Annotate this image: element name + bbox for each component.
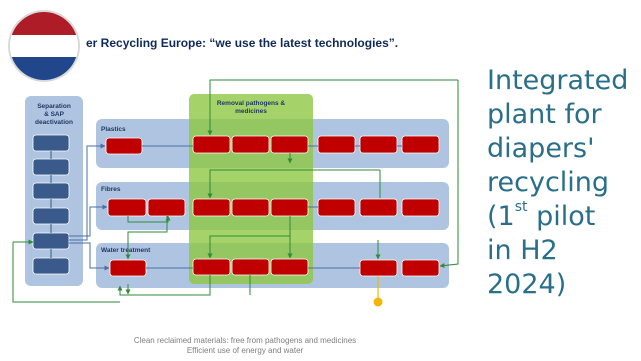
process-block	[401, 135, 440, 154]
side-caption-line: Integrated	[487, 65, 629, 96]
process-block	[192, 258, 231, 276]
side-caption-line: plant for	[487, 99, 602, 130]
netherlands-flag-icon	[10, 12, 78, 80]
process-block	[270, 135, 309, 154]
separation-label: deactivation	[35, 119, 73, 126]
feed-arrow-water	[69, 242, 110, 271]
separation-block	[32, 207, 70, 225]
recycle-arrow	[207, 169, 380, 199]
recycle-arrow	[207, 79, 458, 136]
lane-label-fibres: Fibres	[101, 186, 121, 193]
process-block	[317, 198, 356, 217]
recycle-arrow	[12, 242, 120, 303]
process-block	[105, 137, 143, 155]
side-caption-line: diapers'	[487, 133, 595, 164]
separation-label: Separation	[37, 103, 71, 110]
process-block	[109, 259, 147, 277]
side-caption: Integrated plant for diapers' recycling …	[487, 64, 637, 302]
footer-caption: Clean reclaimed materials: free from pat…	[60, 336, 430, 356]
removal-zone	[189, 94, 313, 284]
side-caption-line: (1st pilot	[487, 200, 637, 234]
feed-arrow-plastics	[69, 143, 106, 241]
separation-block	[32, 182, 70, 200]
separation-block	[32, 158, 70, 176]
process-block	[147, 198, 186, 217]
side-caption-line: recycling	[487, 167, 610, 198]
process-block	[231, 135, 270, 154]
process-block	[317, 135, 356, 154]
process-block	[401, 198, 440, 217]
process-block	[231, 258, 270, 276]
process-block	[359, 135, 398, 154]
process-block	[231, 198, 270, 217]
footer-line: Clean reclaimed materials: free from pat…	[133, 336, 357, 345]
output-marker	[373, 297, 383, 307]
separation-block	[32, 257, 70, 275]
recycle-arrow	[127, 215, 171, 223]
process-block	[270, 198, 309, 217]
footer-line: Efficient use of energy and water	[186, 346, 304, 355]
separation-block	[32, 134, 70, 152]
separation-label: & SAP	[44, 111, 65, 118]
slide-heading: er Recycling Europe: “we use the latest …	[86, 36, 399, 50]
side-caption-part: pilot	[527, 201, 596, 232]
process-block	[359, 198, 398, 217]
process-block	[401, 259, 440, 277]
process-block	[270, 258, 309, 276]
recycle-arrow	[207, 216, 291, 259]
separation-block	[32, 232, 70, 250]
removal-label: Removal pathogens &	[217, 100, 286, 107]
recycle-arrow	[439, 80, 459, 268]
process-block	[192, 198, 231, 217]
recycle-arrow	[117, 275, 211, 296]
recycle-arrow	[125, 216, 168, 260]
feed-arrow-fibres	[69, 204, 108, 237]
process-block	[107, 198, 147, 217]
side-caption-superscript: st	[514, 199, 528, 215]
side-caption-line: in H2	[487, 235, 558, 266]
lane-label-plastics: Plastics	[101, 126, 126, 133]
side-caption-part: (1	[487, 201, 515, 232]
process-block	[359, 259, 398, 277]
lane-label-water-treatment: Water treatment	[101, 247, 151, 254]
removal-label: medicines	[235, 108, 267, 115]
process-block	[192, 135, 231, 154]
side-caption-line: 2024)	[487, 269, 567, 300]
